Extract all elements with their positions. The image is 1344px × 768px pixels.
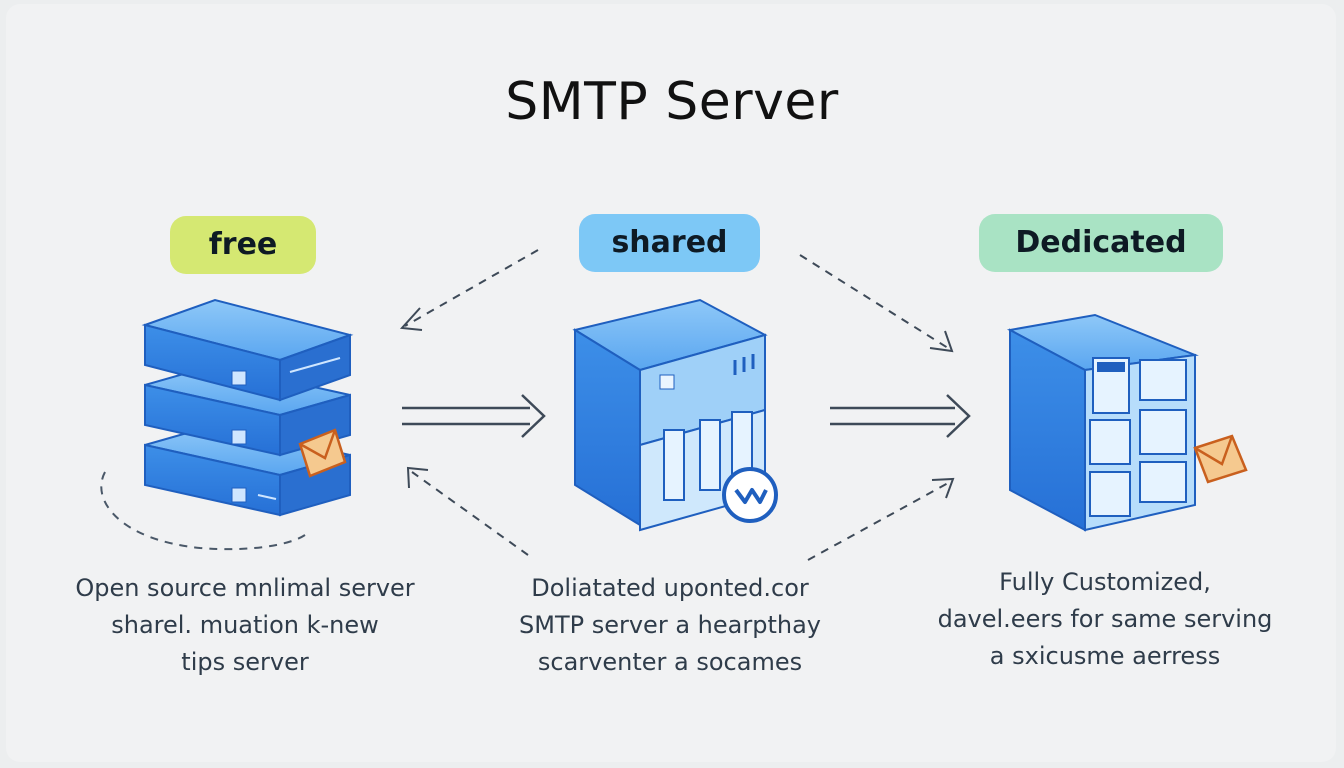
shared-mail-badge-icon — [722, 467, 778, 523]
free-server-stack-icon — [100, 298, 354, 551]
tier-label-dedicated: Dedicated — [979, 214, 1223, 272]
dedicated-description-line: a sxicusme aerress — [989, 642, 1221, 670]
tier-label-free: free — [170, 216, 316, 274]
shared-description: Doliatated uponted.cor SMTP server a hea… — [490, 570, 850, 681]
free-description-line: Open source mnlimal server — [75, 574, 415, 602]
free-description: Open source mnlimal server sharel. muati… — [60, 570, 430, 681]
tier-label-shared: shared — [579, 214, 760, 272]
dashed-arrow-shared-to-dedicated-top — [799, 254, 954, 353]
dashed-arrow-free-to-shared — [406, 466, 529, 556]
dedicated-description: Fully Customized, davel.eers for same se… — [920, 564, 1290, 675]
dedicated-server-icon — [1006, 313, 1199, 532]
free-description-line: sharel. muation k-new — [111, 611, 379, 639]
dedicated-envelope-icon — [1193, 434, 1248, 484]
free-envelope-icon — [298, 428, 347, 478]
free-description-line: tips server — [181, 648, 309, 676]
shared-description-line: scarventer a socames — [537, 648, 803, 676]
arrow-free-to-shared — [402, 394, 546, 438]
arrow-shared-to-dedicated — [830, 394, 971, 438]
shared-description-line: Doliatated uponted.cor — [531, 574, 809, 602]
dashed-arrow-shared-to-free — [399, 249, 539, 331]
shared-description-line: SMTP server a hearpthay — [519, 611, 821, 639]
dashed-arrow-shared-to-dedicated-bottom — [807, 477, 955, 561]
dedicated-description-line: Fully Customized, — [999, 568, 1211, 596]
dedicated-description-line: davel.eers for same serving — [937, 605, 1273, 633]
page-title: SMTP Server — [505, 72, 839, 132]
